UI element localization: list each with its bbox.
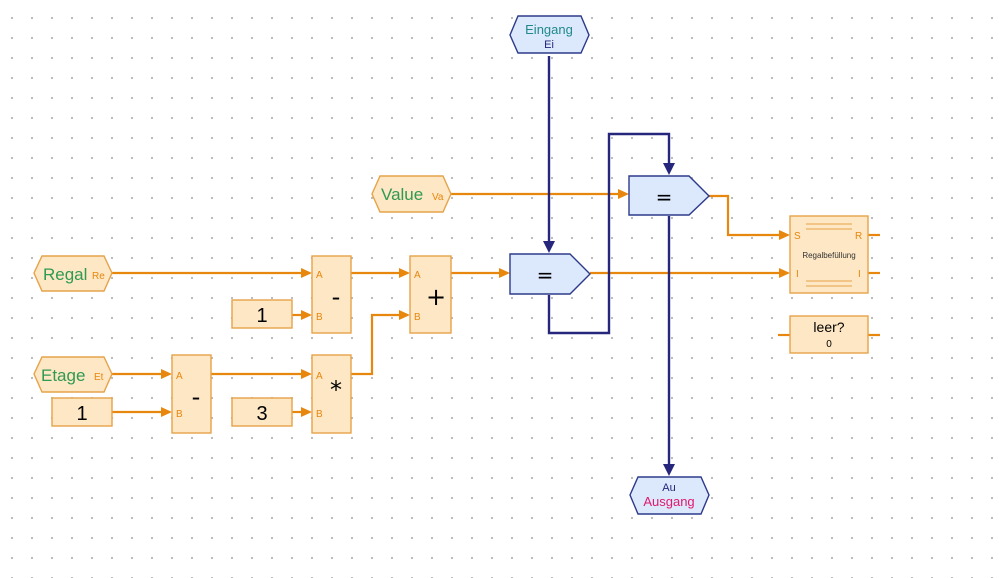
pin-i-left: I bbox=[796, 269, 799, 280]
pin-b: B bbox=[316, 312, 323, 323]
subtract-operator: - bbox=[192, 383, 201, 411]
subtract-block-etage[interactable]: A B - bbox=[171, 354, 212, 434]
pin-s: S bbox=[794, 231, 801, 242]
pin-i-right: I bbox=[858, 269, 861, 280]
compare-block-1[interactable]: = bbox=[509, 253, 591, 295]
compare-operator: = bbox=[656, 185, 673, 209]
input-etage-short: Et bbox=[94, 372, 104, 383]
input-regal-label: Regal bbox=[43, 265, 87, 284]
input-eingang[interactable]: Eingang Ei bbox=[509, 15, 590, 54]
pin-a: A bbox=[316, 270, 323, 281]
constant-1-top-value: 1 bbox=[256, 305, 267, 327]
pin-a: A bbox=[316, 371, 323, 382]
subtract-block-regal[interactable]: A B - bbox=[311, 255, 352, 334]
input-eingang-short: Ei bbox=[544, 39, 554, 51]
input-regal[interactable]: Regal Re bbox=[33, 255, 113, 292]
blue-wires bbox=[543, 56, 675, 476]
input-regal-short: Re bbox=[92, 271, 105, 282]
input-etage-label: Etage bbox=[41, 366, 85, 385]
display-leer[interactable]: leer? 0 bbox=[789, 315, 869, 354]
compare-operator: = bbox=[537, 263, 554, 287]
add-operator: + bbox=[426, 283, 446, 311]
orange-wires bbox=[112, 189, 880, 417]
constant-3[interactable]: 3 bbox=[231, 397, 293, 427]
pin-a: A bbox=[176, 371, 183, 382]
output-ausgang[interactable]: Au Ausgang bbox=[629, 476, 710, 515]
pin-r: R bbox=[855, 231, 862, 242]
multiply-operator: * bbox=[330, 376, 342, 404]
flipflop-regalbefuellung[interactable]: S R I I Regalbefüllung bbox=[789, 215, 869, 294]
constant-1-top[interactable]: 1 bbox=[231, 299, 293, 329]
input-etage[interactable]: Etage Et bbox=[33, 356, 113, 393]
input-value[interactable]: Value Va bbox=[371, 175, 452, 213]
input-value-label: Value bbox=[381, 185, 423, 204]
input-eingang-label: Eingang bbox=[525, 22, 573, 37]
display-label: leer? bbox=[813, 319, 844, 335]
constant-1-bottom[interactable]: 1 bbox=[51, 397, 113, 427]
display-value: 0 bbox=[826, 339, 832, 350]
output-ausgang-short: Au bbox=[662, 482, 675, 494]
constant-3-value: 3 bbox=[256, 403, 267, 425]
output-ausgang-label: Ausgang bbox=[643, 494, 694, 509]
pin-b: B bbox=[316, 409, 323, 420]
flipflop-label: Regalbefüllung bbox=[802, 251, 855, 260]
pin-a: A bbox=[414, 270, 421, 281]
add-block[interactable]: A B + bbox=[409, 255, 452, 334]
input-value-short: Va bbox=[432, 192, 444, 203]
subtract-operator: - bbox=[332, 283, 341, 311]
pin-b: B bbox=[176, 409, 183, 420]
compare-block-2[interactable]: = bbox=[628, 175, 711, 216]
pin-b: B bbox=[414, 312, 421, 323]
constant-1-bottom-value: 1 bbox=[76, 403, 87, 425]
multiply-block[interactable]: A B * bbox=[311, 354, 352, 434]
